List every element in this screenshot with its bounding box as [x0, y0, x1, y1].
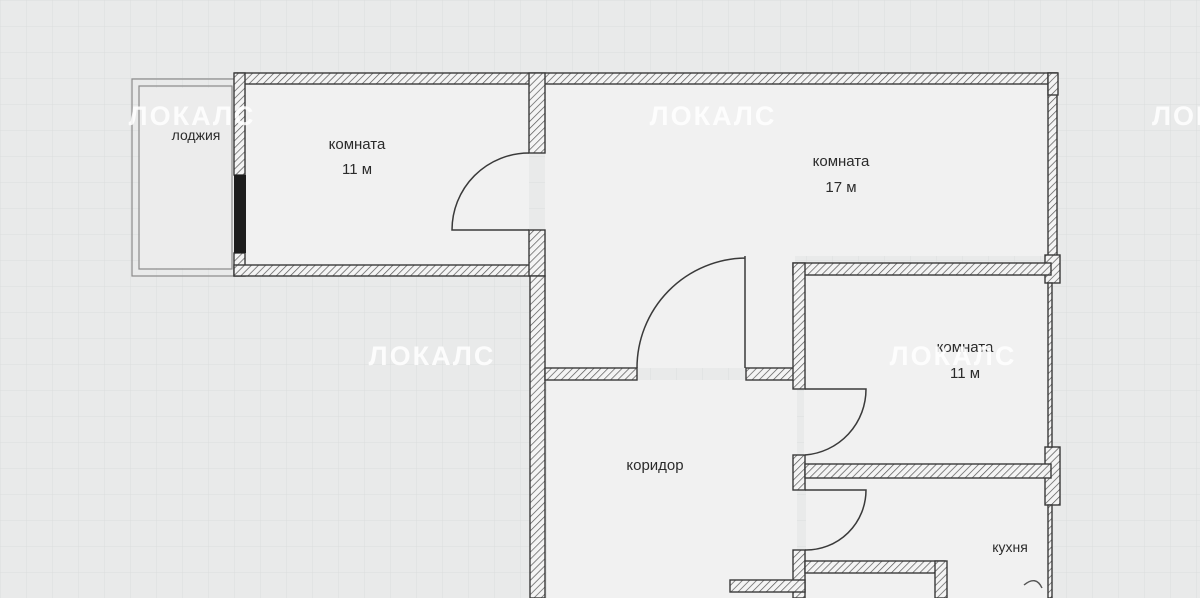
watermark-text: ЛОКАЛС: [369, 341, 496, 371]
watermark-text: ЛОКАЛС: [890, 341, 1017, 371]
walls: [233, 72, 1061, 598]
watermark-text: ЛОКАЛС: [129, 101, 256, 131]
loggia-label: лоджия: [172, 127, 221, 143]
room-small-top-label: комната: [329, 136, 386, 153]
room-large-label: комната: [813, 153, 870, 170]
watermark-text: ЛОКАЛС: [1152, 101, 1200, 131]
room-right-area: 11 м: [950, 365, 980, 382]
room-small-top-area: 11 м: [342, 161, 372, 178]
room-large-area: 17 м: [825, 179, 856, 196]
watermark-text: ЛОКАЛС: [650, 101, 777, 131]
room-right-label: комната: [937, 339, 994, 356]
watermarks: ЛОКАЛС ЛОКАЛС ЛОКАЛС ЛОКАЛС ЛОКАЛС: [129, 101, 1200, 371]
room-floors: [140, 82, 1050, 598]
corridor-label: коридор: [626, 457, 683, 474]
loggia-door-column: [234, 175, 246, 253]
room-labels: лоджия комната 11 м комната 17 м комната…: [172, 127, 1028, 555]
kitchen-sink-icon: [1023, 580, 1043, 589]
kitchen-label: кухня: [992, 539, 1028, 555]
door-swings: [451, 152, 867, 551]
